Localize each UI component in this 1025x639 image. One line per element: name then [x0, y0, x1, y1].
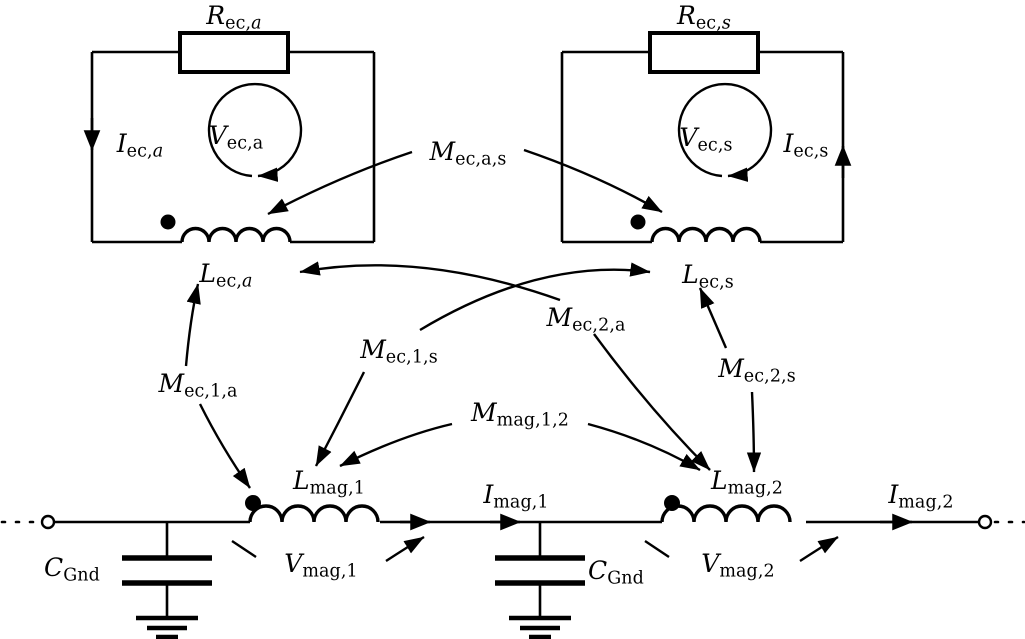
label-resistor-rec-a: Rec,a: [206, 0, 262, 34]
voltage-arrow-vmag-1: [385, 535, 425, 563]
voltage-arrow-vmag-2: [799, 535, 839, 563]
coupling-arrow-mag-1-2-right: [587, 422, 701, 472]
inductor-lec-a: [180, 226, 292, 243]
coupling-arrow-ec-1-a-up: [184, 283, 201, 367]
label-inductor-lmag-1: Lmag,1: [292, 465, 366, 499]
polarity-dot-lmag-1: [245, 495, 261, 511]
coupling-arrow-ec-a-s-left: [267, 150, 413, 216]
mesh-arrow-vec-s: [677, 82, 773, 182]
inductor-lec-s: [650, 226, 762, 243]
label-current-imag-2: Imag,2: [888, 479, 954, 513]
terminal-right: [977, 514, 993, 530]
inductor-lmag-1: [248, 504, 380, 523]
label-voltage-vmag-1: Vmag,1: [284, 548, 358, 582]
coupling-arrow-ec-1-a-down: [198, 403, 251, 489]
coupling-arrow-ec-2-s-down: [746, 391, 762, 473]
terminal-left: [40, 514, 56, 530]
transmission-line-wires: [48, 504, 985, 639]
label-coupling-mec-2-a: Mec,2,a: [546, 302, 626, 336]
coupling-arrow-ec-1-s-up: [419, 262, 651, 332]
label-cap-cgnd-2: CGnd: [588, 555, 644, 589]
polarity-dot-lec-s: [630, 214, 646, 230]
label-current-iec-a: Iec,a: [116, 128, 164, 162]
label-voltage-vec-s: Vec,s: [679, 122, 733, 156]
coupling-arrow-mag-1-2-left: [339, 422, 453, 468]
coupling-arrow-ec-2-a-down: [593, 333, 711, 471]
coupling-arrow-ec-a-s-right: [523, 148, 663, 214]
coupling-arrow-ec-2-s-up: [698, 287, 728, 349]
coupling-arrow-ec-2-a-up: [299, 261, 561, 302]
label-inductor-lmag-2: Lmag,2: [710, 465, 784, 499]
label-resistor-rec-s: Rec,s: [677, 0, 731, 34]
resistor-rec-a: [178, 31, 290, 74]
label-coupling-mec-a-s: Mec,a,s: [429, 136, 507, 170]
label-current-imag-1: Imag,1: [483, 479, 549, 513]
label-coupling-mmag-1-2: Mmag,1,2: [471, 397, 569, 431]
label-voltage-vec-a: Vec,a: [208, 120, 264, 154]
label-inductor-lec-a: Lec,a: [199, 258, 253, 292]
polarity-dot-lec-a: [160, 214, 176, 230]
mesh-arrow-vec-a: [207, 82, 303, 182]
label-coupling-mec-1-s: Mec,1,s: [360, 334, 438, 368]
label-current-iec-s: Iec,s: [783, 128, 829, 162]
voltage-tick-vmag-1: [231, 540, 257, 558]
label-voltage-vmag-2: Vmag,2: [701, 548, 775, 582]
label-cap-cgnd-1: CGnd: [44, 552, 100, 586]
eddy-loop-s-wires: [560, 50, 845, 244]
resistor-rec-s: [648, 31, 760, 74]
voltage-tick-vmag-2: [644, 540, 670, 558]
label-coupling-mec-2-s: Mec,2,s: [718, 353, 796, 387]
coupling-arrow-ec-1-s-down: [314, 371, 366, 467]
polarity-dot-lmag-2: [664, 495, 680, 511]
inductor-lmag-2: [660, 504, 792, 523]
label-inductor-lec-s: Lec,s: [682, 259, 734, 293]
label-coupling-mec-1-a: Mec,1,a: [158, 368, 238, 402]
